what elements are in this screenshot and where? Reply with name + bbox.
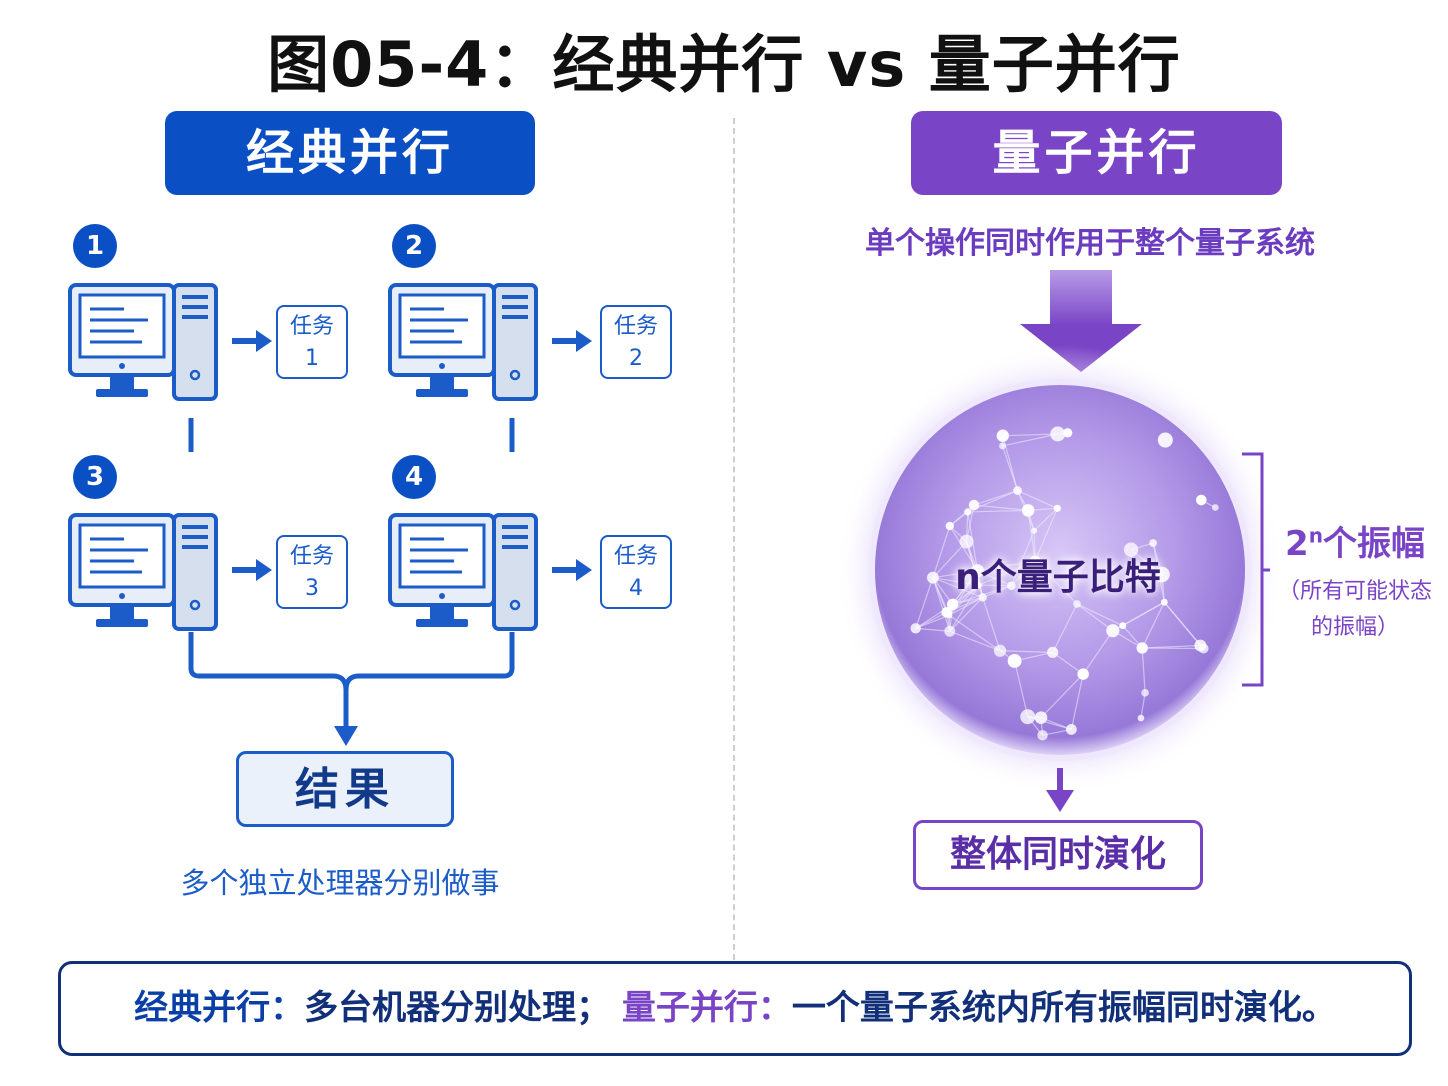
arrow-icon-1	[232, 330, 272, 352]
arrow-icon-2	[552, 330, 592, 352]
quantum-diagram	[835, 270, 1285, 812]
down-arrow-icon	[1050, 270, 1112, 326]
computer-icon-3	[68, 513, 218, 631]
footer-classical-text: 多台机器分别处理；	[304, 988, 611, 1028]
amplitude-base: 2	[1285, 524, 1309, 564]
step-badge-3: 3	[73, 455, 117, 499]
task-label: 任务	[289, 314, 334, 339]
task-number: 1	[305, 346, 319, 371]
classical-header: 经典并行	[165, 111, 535, 195]
task-number: 4	[629, 576, 643, 601]
amplitude-text: 个振幅	[1322, 524, 1425, 564]
computer-icon-1	[68, 283, 218, 401]
qubit-sphere	[869, 379, 1251, 761]
footer-quantum-label: 量子并行：	[621, 988, 792, 1028]
amplitude-bracket	[1242, 452, 1270, 687]
amplitude-exponent: n	[1308, 523, 1323, 548]
small-down-arrow-icon	[1046, 790, 1074, 812]
arrow-icon-4	[552, 559, 592, 581]
footer-classical-label: 经典并行：	[134, 988, 305, 1028]
task-label: 任务	[613, 544, 658, 569]
step-badge-4: 4	[392, 455, 436, 499]
summary-footer: 经典并行：多台机器分别处理； 量子并行：一个量子系统内所有振幅同时演化。	[58, 961, 1412, 1056]
step-badge-2: 2	[392, 224, 436, 268]
task-number: 2	[629, 346, 643, 371]
arrow-icon-3	[232, 559, 272, 581]
task-label: 任务	[613, 314, 658, 339]
qubit-label: n个量子比特	[955, 557, 1161, 598]
task-box-4: 任务 4	[600, 535, 672, 609]
classical-caption: 多个独立处理器分别做事	[180, 866, 500, 900]
amplitude-count: 2n个振幅	[1270, 516, 1440, 565]
classical-diagram	[68, 283, 740, 746]
evolve-box: 整体同时演化	[913, 820, 1203, 890]
result-box: 结果	[236, 751, 454, 827]
page-title: 图05-4：经典并行 vs 量子并行	[267, 28, 1181, 101]
quantum-caption: 单个操作同时作用于整个量子系统	[865, 226, 1315, 261]
amplitude-note-line2: 的振幅）	[1310, 615, 1399, 640]
task-box-1: 任务 1	[276, 305, 348, 379]
task-label: 任务	[289, 544, 334, 569]
task-box-3: 任务 3	[276, 535, 348, 609]
step-badge-1: 1	[73, 224, 117, 268]
center-divider	[733, 118, 735, 960]
task-box-2: 任务 2	[600, 305, 672, 379]
task-number: 3	[305, 576, 319, 601]
quantum-header: 量子并行	[911, 111, 1282, 195]
amplitude-note-line1: （所有可能状态	[1277, 579, 1432, 604]
computer-icon-4	[388, 513, 538, 631]
amplitude-note: （所有可能状态 的振幅）	[1270, 574, 1440, 646]
footer-quantum-text: 一个量子系统内所有振幅同时演化。	[791, 988, 1336, 1028]
computer-icon-2	[388, 283, 538, 401]
